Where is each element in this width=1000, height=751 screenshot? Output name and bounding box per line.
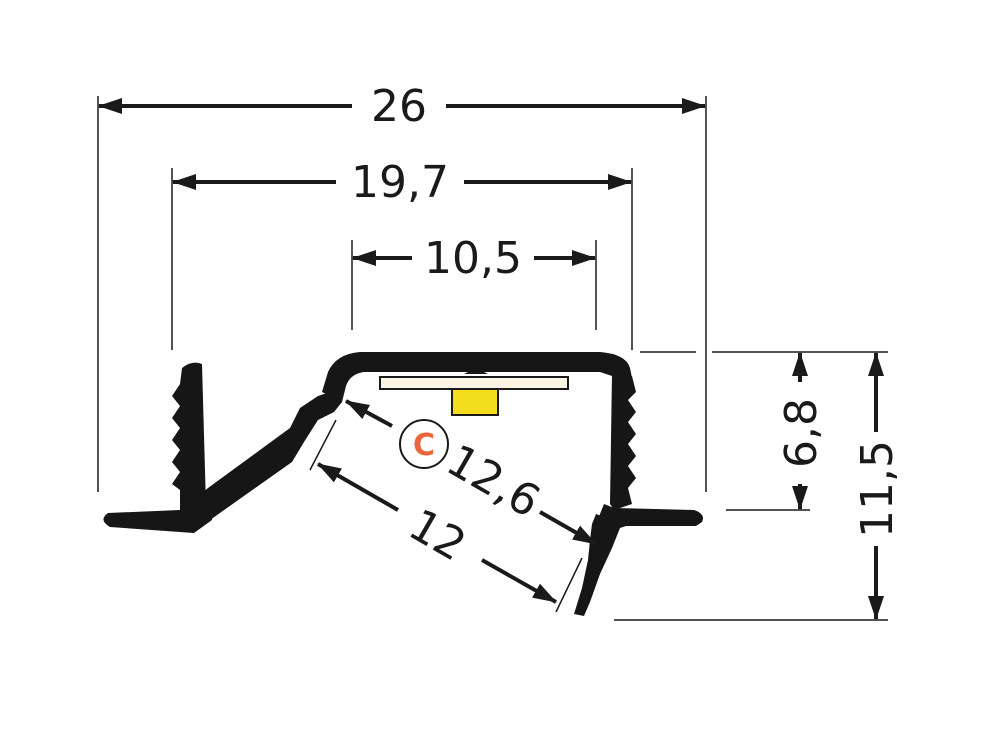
ext-line-diag-b xyxy=(555,557,583,613)
dim-label-diagonal-outer: 12 xyxy=(400,499,474,571)
dim-label-opening-width: 10,5 xyxy=(424,233,522,284)
dim-line-126-upper xyxy=(345,399,393,428)
channel-top xyxy=(322,352,632,402)
left-fin xyxy=(172,362,206,512)
dimension-lines xyxy=(98,98,884,620)
extension-lines xyxy=(97,96,888,621)
dim-label-total-height: 11,5 xyxy=(852,440,903,538)
c-badge-label: C xyxy=(413,428,435,463)
led-chip xyxy=(451,388,499,416)
c-badge: C xyxy=(399,419,449,469)
dim-label-overall-width: 26 xyxy=(371,81,427,132)
right-lip xyxy=(574,514,620,616)
dim-line-12-upper xyxy=(317,462,399,512)
right-flange xyxy=(596,504,703,532)
diagonal-wall xyxy=(182,390,342,532)
dim-label-diagonal-inner: 12,6 xyxy=(438,435,548,528)
dim-line-12-lower xyxy=(481,558,557,604)
dim-label-upper-depth: 6,8 xyxy=(776,398,827,468)
profile-cross-section xyxy=(103,352,703,616)
c-badge-circle xyxy=(399,419,449,469)
led-notch xyxy=(464,368,488,374)
dim-label-inner-width: 19,7 xyxy=(351,157,449,208)
ext-line-diag-a xyxy=(309,419,337,471)
right-wall xyxy=(610,374,636,510)
dim-line-126-lower xyxy=(539,510,597,546)
led-strip xyxy=(379,376,569,390)
